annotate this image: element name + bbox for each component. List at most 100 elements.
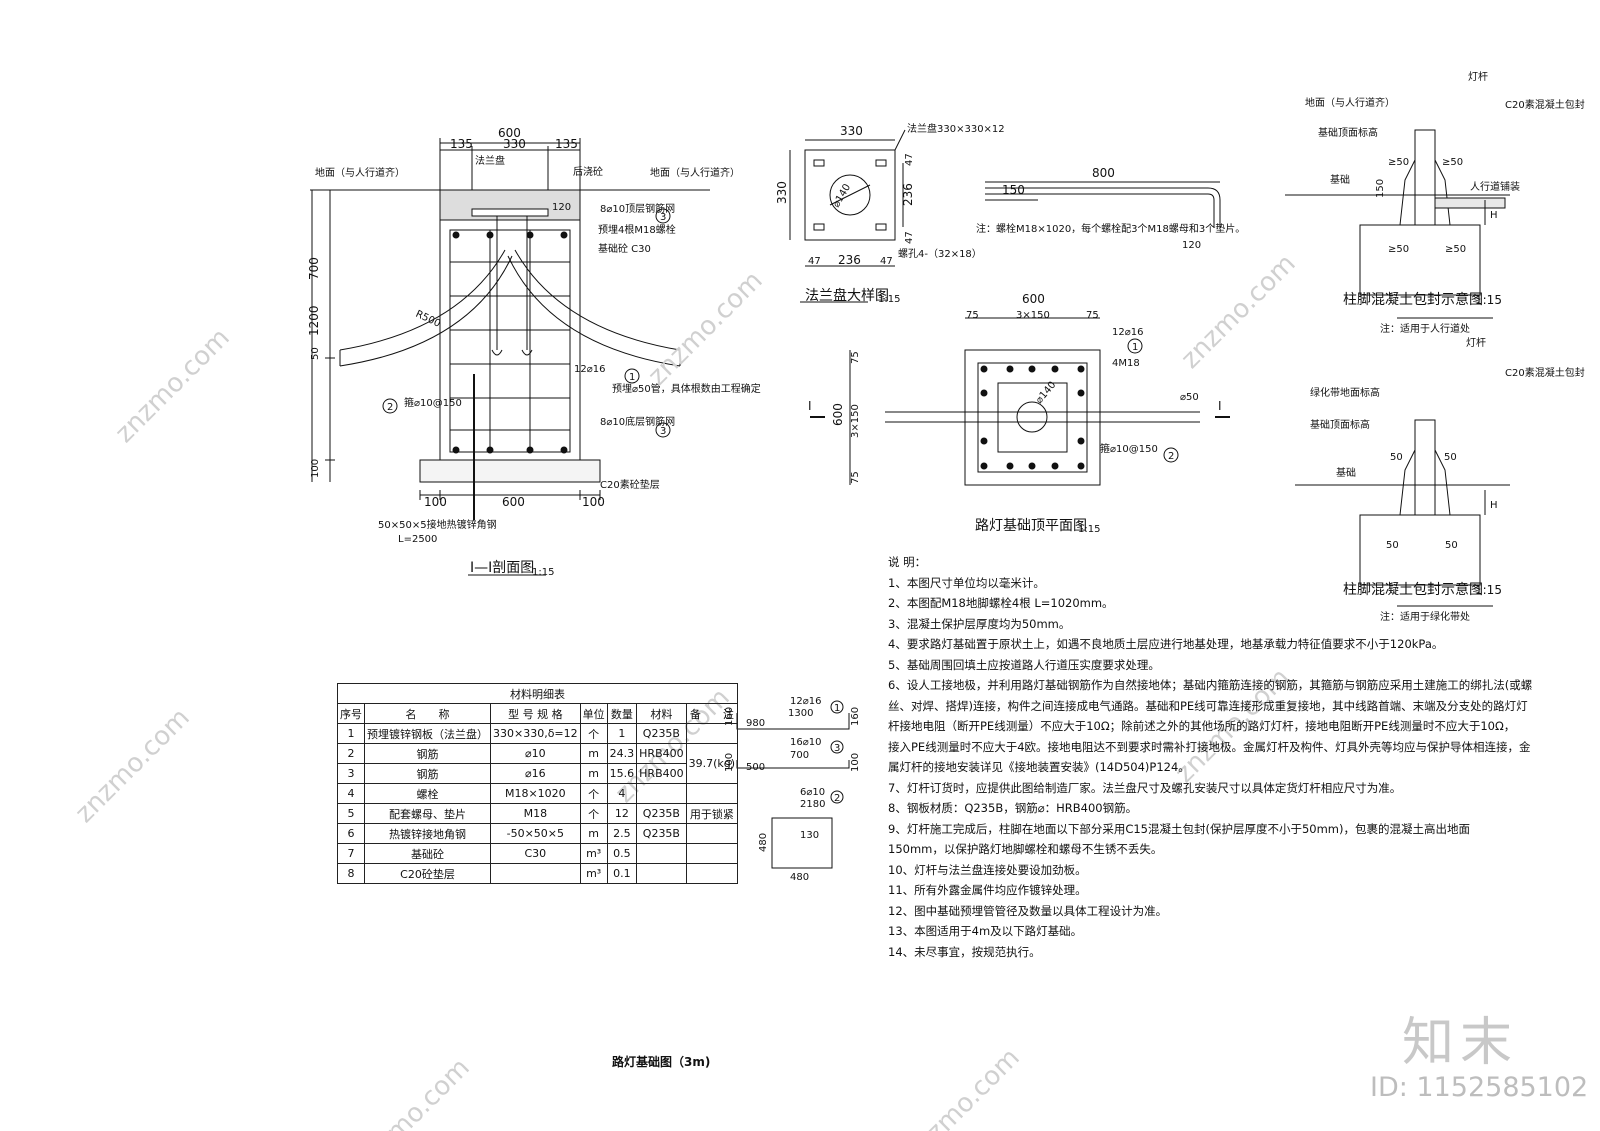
b3-480h: 480 bbox=[790, 872, 809, 883]
radius-label: R500 bbox=[414, 309, 442, 330]
d2-base-top: 基础顶面标高 bbox=[1310, 418, 1370, 431]
cell: 12 bbox=[606, 803, 638, 824]
plan-title: 路灯基础顶平面图 bbox=[975, 517, 1087, 534]
note-item: 10、灯杆与法兰盘连接处要设加劲板。 bbox=[888, 862, 1087, 877]
d2-d50b: 50 bbox=[1444, 452, 1457, 463]
flange-dim-236: 236 bbox=[838, 253, 861, 267]
cell: 4 bbox=[606, 783, 638, 804]
detail2-view bbox=[1295, 419, 1510, 607]
th-name: 名 称 bbox=[364, 703, 491, 724]
d1-h: H bbox=[1490, 210, 1498, 221]
flange-spec: 法兰盘330×330×12 bbox=[907, 122, 1005, 135]
cell bbox=[685, 823, 739, 844]
section-labels: 600 135 330 135 法兰盘 后浇砼 地面（与人行道齐） 地面（与人行… bbox=[307, 126, 761, 578]
dim-330: 330 bbox=[503, 137, 526, 151]
c20-mid: C20素混凝土包封 bbox=[1505, 366, 1585, 379]
label-late-pour: 后浇砼 bbox=[573, 165, 603, 178]
detail1-labels: 灯杆 C20素混凝土包封 地面（与人行道齐） 基础顶面标高 基础 ≥50 ≥50… bbox=[1305, 71, 1585, 335]
table-header: 序号 名 称 型 号 规 格 单位 数量 材料 备 注 bbox=[337, 703, 739, 724]
ground-right: 地面（与人行道齐） bbox=[650, 166, 740, 179]
dim-b100b: 100 bbox=[582, 495, 605, 509]
cushion-label: C20素砼垫层 bbox=[600, 478, 660, 491]
note-item: 11、所有外露金属件均应作镀锌处理。 bbox=[888, 883, 1087, 897]
note-item: 6、设人工接地极，并利用路灯基础钢筋作为自然接地体；基础内箍筋连接的钢筋，其箍筋… bbox=[888, 678, 1533, 692]
rebar-bottom-label: 8⌀10底层钢筋网 bbox=[600, 415, 675, 428]
flange-hole: 螺孔4-（32×18） bbox=[898, 248, 982, 260]
dim-100: 100 bbox=[310, 459, 321, 478]
b2-callout: 3 bbox=[834, 743, 840, 754]
cell bbox=[685, 843, 739, 864]
cell: 7 bbox=[337, 843, 365, 864]
bolt-labels: 800 150 120 注：螺栓M18×1020，每个螺栓配3个M18螺母和3个… bbox=[976, 166, 1245, 251]
d1-title: 柱脚混凝土包封示意图 bbox=[1343, 291, 1483, 308]
d1-note: 注：适用于人行道处 bbox=[1380, 322, 1470, 335]
angle-len-label: L=2500 bbox=[398, 534, 437, 545]
plan-dim-75d: 75 bbox=[850, 471, 861, 484]
cell bbox=[636, 843, 687, 864]
callout-circles bbox=[382, 208, 671, 438]
d2-d50d: 50 bbox=[1445, 540, 1458, 551]
note-item: 150mm，以保护路灯地脚螺栓和螺母不生锈不丢失。 bbox=[888, 842, 1163, 856]
note-item: 3、混凝土保护层厚度均为50mm。 bbox=[888, 616, 1071, 631]
plan-dim-600: 600 bbox=[1022, 292, 1045, 306]
bolt-view bbox=[985, 181, 1221, 228]
lamp-top: 灯杆 bbox=[1468, 71, 1488, 83]
note-item: 5、基础周围回填土应按道路人行道压实度要求处理。 bbox=[888, 657, 1160, 672]
callout-3-bottom: 3 bbox=[660, 426, 666, 437]
note-item: 1、本图尺寸单位均以毫米计。 bbox=[888, 575, 1045, 590]
flange-dim-47a: 47 bbox=[808, 256, 821, 267]
plan-mark-left: I bbox=[808, 399, 812, 413]
bolt-dim-800: 800 bbox=[1092, 166, 1115, 180]
b1-len: 1300 bbox=[788, 708, 813, 719]
cell: HRB400 bbox=[636, 743, 687, 764]
note-item: 接入PE线测量时不应大于4欧。接地电阻达不到要求时需补打接地极。金属灯杆及构件、… bbox=[888, 739, 1531, 754]
b3-130: 130 bbox=[800, 830, 819, 841]
plan-callout-2: 2 bbox=[1168, 451, 1174, 462]
watermark-7: znzmo.com bbox=[350, 1053, 476, 1131]
note-item: 4、要求路灯基础置于原状土上，如遇不良地质土层应进行地基处理，地基承载力特征值要… bbox=[888, 637, 1444, 651]
ground-left: 地面（与人行道齐） bbox=[315, 166, 405, 179]
section-title: I—I剖面图 bbox=[470, 560, 534, 576]
concrete-label: 基础砼 C30 bbox=[598, 242, 651, 255]
b1-callout: 1 bbox=[834, 703, 840, 714]
watermark-8: znzmo.com bbox=[900, 1043, 1026, 1131]
drawing-title: 路灯基础图（3m) bbox=[612, 1054, 710, 1069]
flange-dim-47b: 47 bbox=[880, 256, 893, 267]
cell: m³ bbox=[579, 843, 608, 864]
cell: C30 bbox=[490, 843, 581, 864]
cell: Q235B bbox=[636, 723, 687, 744]
rebar-top-label: 8⌀10顶层钢筋网 bbox=[600, 202, 675, 215]
note-item: 12、图中基础预埋管管径及数量以具体工程设计为准。 bbox=[888, 903, 1168, 918]
b1-160b: 160 bbox=[850, 707, 861, 726]
d1-ge50b: ≥50 bbox=[1442, 157, 1463, 168]
b2-100b: 100 bbox=[850, 753, 861, 772]
section-scale: 1:15 bbox=[532, 567, 554, 578]
dim-b600: 600 bbox=[502, 495, 525, 509]
flange-dim-330: 330 bbox=[840, 124, 863, 138]
bar-labels: 12⌀16 1300 980 160 160 1 16⌀10 700 500 1… bbox=[724, 696, 861, 883]
table-title: 材料明细表 bbox=[336, 683, 739, 704]
cell: 8 bbox=[337, 863, 365, 884]
note-item: 8、钢板材质：Q235B，钢筋⌀：HRB400钢筋。 bbox=[888, 801, 1138, 815]
cell: 0.1 bbox=[606, 863, 638, 884]
d2-note: 注：适用于绿化带处 bbox=[1380, 610, 1470, 623]
flange-dim-330v: 330 bbox=[775, 181, 789, 204]
watermark-1: znzmo.com bbox=[110, 323, 236, 449]
cell: 1 bbox=[606, 723, 638, 744]
cell: Q235B bbox=[636, 803, 687, 824]
dim-b100a: 100 bbox=[424, 495, 447, 509]
cell: m bbox=[579, 823, 608, 844]
detail2-labels: 灯杆 C20素混凝土包封 绿化带地面标高 基础顶面标高 基础 50 50 50 … bbox=[1310, 337, 1585, 623]
b3-callout: 2 bbox=[834, 793, 840, 804]
notes-title: 说 明： bbox=[888, 555, 927, 569]
plan-dim-3x150v: 3×150 bbox=[850, 404, 861, 438]
dim-700: 700 bbox=[307, 257, 321, 280]
pipe-label: 预埋⌀50管，具体根数由工程确定 bbox=[612, 382, 761, 395]
cell: 热镀锌接地角钢 bbox=[364, 823, 491, 844]
bolts-label: 预埋4根M18螺栓 bbox=[598, 223, 676, 236]
cell: 2 bbox=[337, 743, 365, 764]
plan-dim-600v: 600 bbox=[831, 403, 845, 426]
cell: -50×50×5 bbox=[490, 823, 581, 844]
